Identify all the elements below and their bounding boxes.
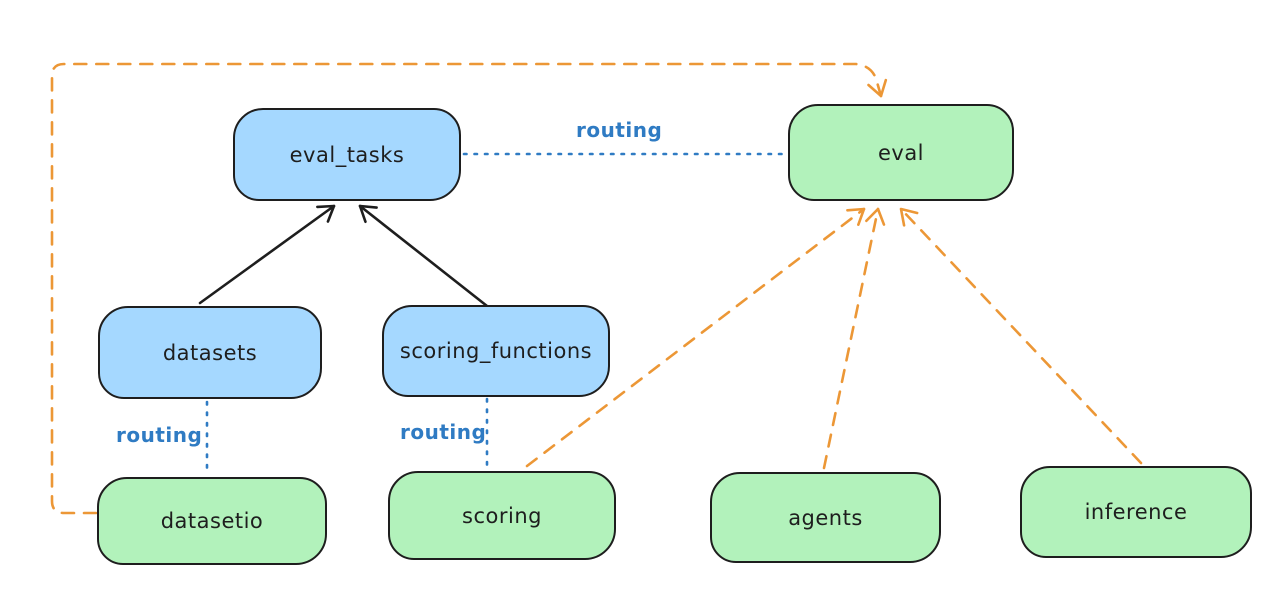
node-inference: inference xyxy=(1020,466,1252,558)
node-agents: agents xyxy=(710,472,941,563)
node-scoring: scoring xyxy=(388,471,616,560)
edge-label-routing-datasetio: routing xyxy=(116,423,203,447)
node-datasets-label: datasets xyxy=(162,340,258,365)
edge-datasets-to-evaltasks xyxy=(198,204,336,305)
node-datasetio-label: datasetio xyxy=(160,509,264,533)
node-eval-tasks-label: eval_tasks xyxy=(289,142,405,167)
node-inference-label: inference xyxy=(1084,500,1188,524)
node-eval-label: eval xyxy=(877,140,925,165)
node-datasets: datasets xyxy=(98,306,322,399)
edge-label-routing-scoring: routing xyxy=(400,420,487,444)
edge-datasetio-loop-to-eval xyxy=(50,62,888,515)
node-scoring-functions: scoring_functions xyxy=(382,305,610,397)
edge-scoringfunctions-to-evaltasks xyxy=(358,204,489,308)
edge-scoring-to-eval xyxy=(525,207,866,468)
edge-label-routing-top: routing xyxy=(576,118,663,142)
node-eval: eval xyxy=(788,104,1014,201)
edge-agents-to-eval xyxy=(822,207,886,470)
node-datasetio: datasetio xyxy=(97,477,327,565)
edge-inference-to-eval xyxy=(899,207,1143,465)
node-agents-label: agents xyxy=(788,505,863,530)
node-scoring-functions-label: scoring_functions xyxy=(399,339,593,363)
node-eval-tasks: eval_tasks xyxy=(233,108,461,201)
node-scoring-label: scoring xyxy=(462,503,542,528)
